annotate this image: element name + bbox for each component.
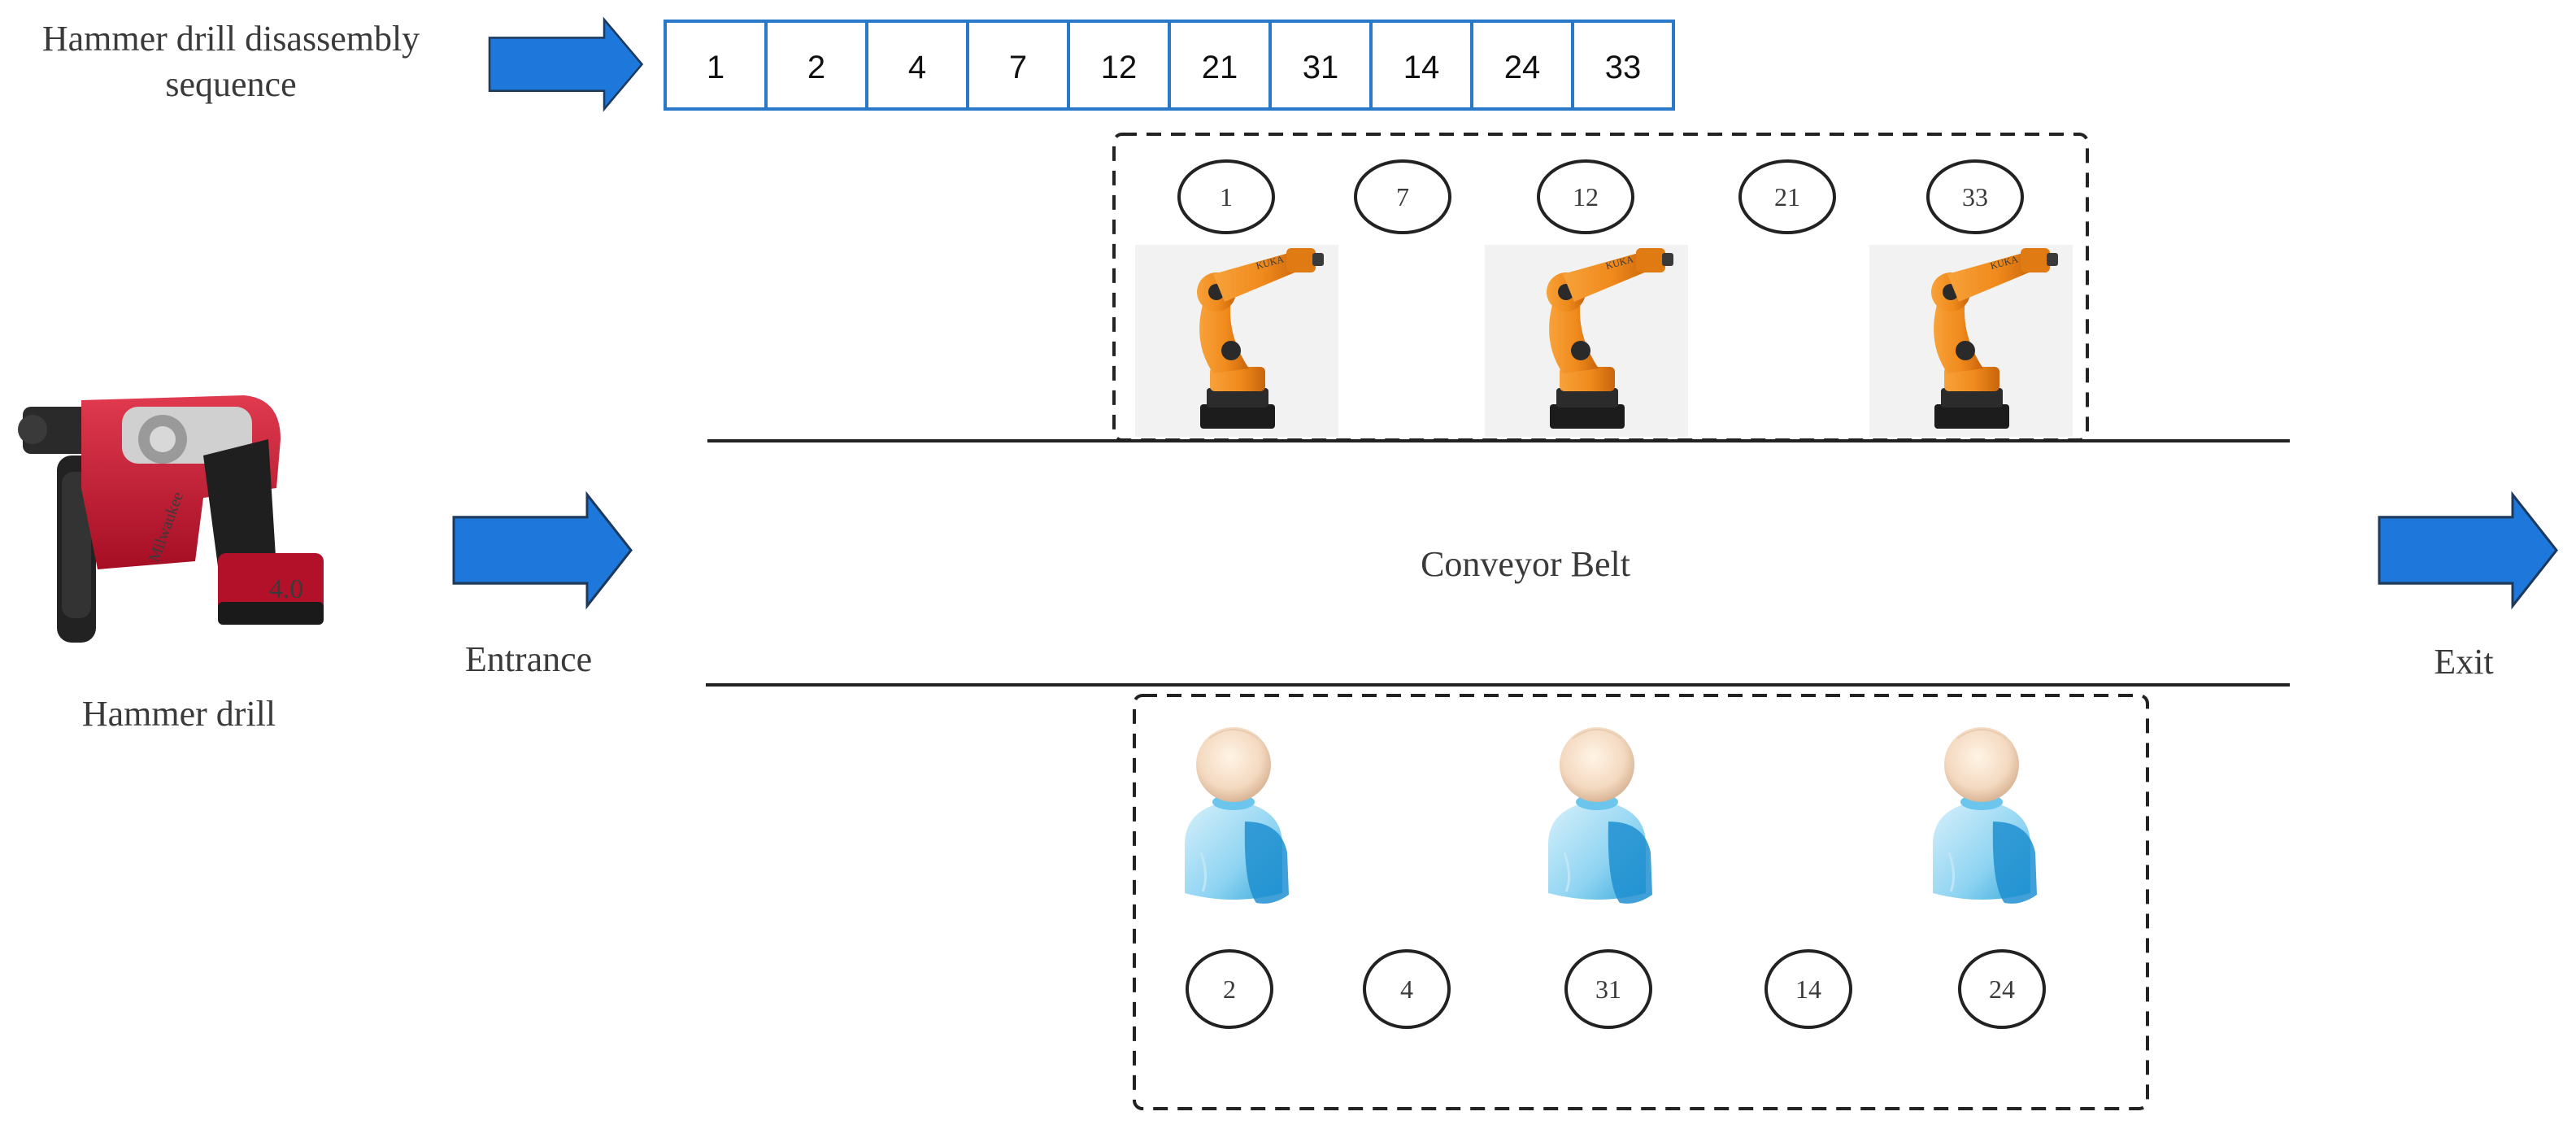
sequence-number: 24 [1504, 50, 1541, 85]
task-oval: 4 [1363, 949, 1451, 1029]
task-id: 24 [1989, 974, 2015, 1004]
human-worker-icon [1547, 726, 1654, 905]
hammer-drill-image: 4.0 Milwaukee [18, 395, 324, 643]
entrance-label: Entrance [465, 639, 592, 679]
entrance-arrow-icon [452, 493, 633, 608]
sequence-number: 33 [1605, 50, 1642, 85]
sequence-number: 2 [807, 50, 825, 85]
robot-icon [1869, 245, 2073, 437]
task-id: 21 [1774, 182, 1800, 211]
battery-label: 4.0 [269, 574, 304, 604]
robot-icon [1135, 245, 1338, 437]
task-oval: 33 [1926, 159, 2024, 234]
task-id: 7 [1396, 182, 1409, 211]
task-oval: 31 [1564, 949, 1652, 1029]
sequence-cell: 14 [1369, 20, 1473, 111]
sequence-cell: 4 [865, 20, 969, 111]
task-oval: 1 [1177, 159, 1275, 234]
human-worker-icon [1183, 726, 1290, 905]
task-id: 4 [1400, 974, 1413, 1004]
sequence-cell: 33 [1571, 20, 1675, 111]
sequence-title-line1: Hammer drill disassembly [42, 19, 420, 59]
sequence-number: 12 [1101, 50, 1138, 85]
task-oval: 2 [1186, 949, 1273, 1029]
sequence-cell: 31 [1268, 20, 1373, 111]
task-id: 31 [1595, 974, 1621, 1004]
hammer-drill-label: Hammer drill [82, 694, 276, 734]
task-id: 2 [1223, 974, 1236, 1004]
sequence-arrow-icon [488, 18, 643, 111]
task-id: 1 [1220, 182, 1233, 211]
sequence-cell: 24 [1470, 20, 1574, 111]
task-oval: 24 [1958, 949, 2046, 1029]
sequence-number: 7 [1009, 50, 1027, 85]
human-worker-icon [1931, 726, 2039, 905]
sequence-number: 31 [1303, 50, 1339, 85]
task-id: 12 [1573, 182, 1599, 211]
sequence-title-line2: sequence [165, 64, 296, 104]
task-id: 14 [1795, 974, 1821, 1004]
sequence-cell: 21 [1168, 20, 1272, 111]
sequence-number: 1 [707, 50, 724, 85]
sequence-number: 4 [908, 50, 926, 85]
exit-label: Exit [2434, 642, 2493, 682]
exit-arrow-icon [2378, 493, 2558, 608]
robot-icon [1485, 245, 1688, 437]
task-oval: 7 [1354, 159, 1451, 234]
sequence-number: 14 [1403, 50, 1440, 85]
sequence-cell: 7 [966, 20, 1070, 111]
sequence-cell: 2 [764, 20, 868, 111]
task-id: 33 [1962, 182, 1988, 211]
human-station-boundary [1133, 694, 2149, 1110]
task-oval: 14 [1764, 949, 1852, 1029]
task-oval: 21 [1738, 159, 1836, 234]
robot-task-list: 1 7 12 21 33 [1177, 159, 2024, 234]
task-oval: 12 [1537, 159, 1634, 234]
conveyor-label: Conveyor Belt [1421, 544, 1630, 584]
sequence-number: 21 [1202, 50, 1238, 85]
sequence-cell: 12 [1067, 20, 1171, 111]
sequence-cell: 1 [664, 20, 768, 111]
